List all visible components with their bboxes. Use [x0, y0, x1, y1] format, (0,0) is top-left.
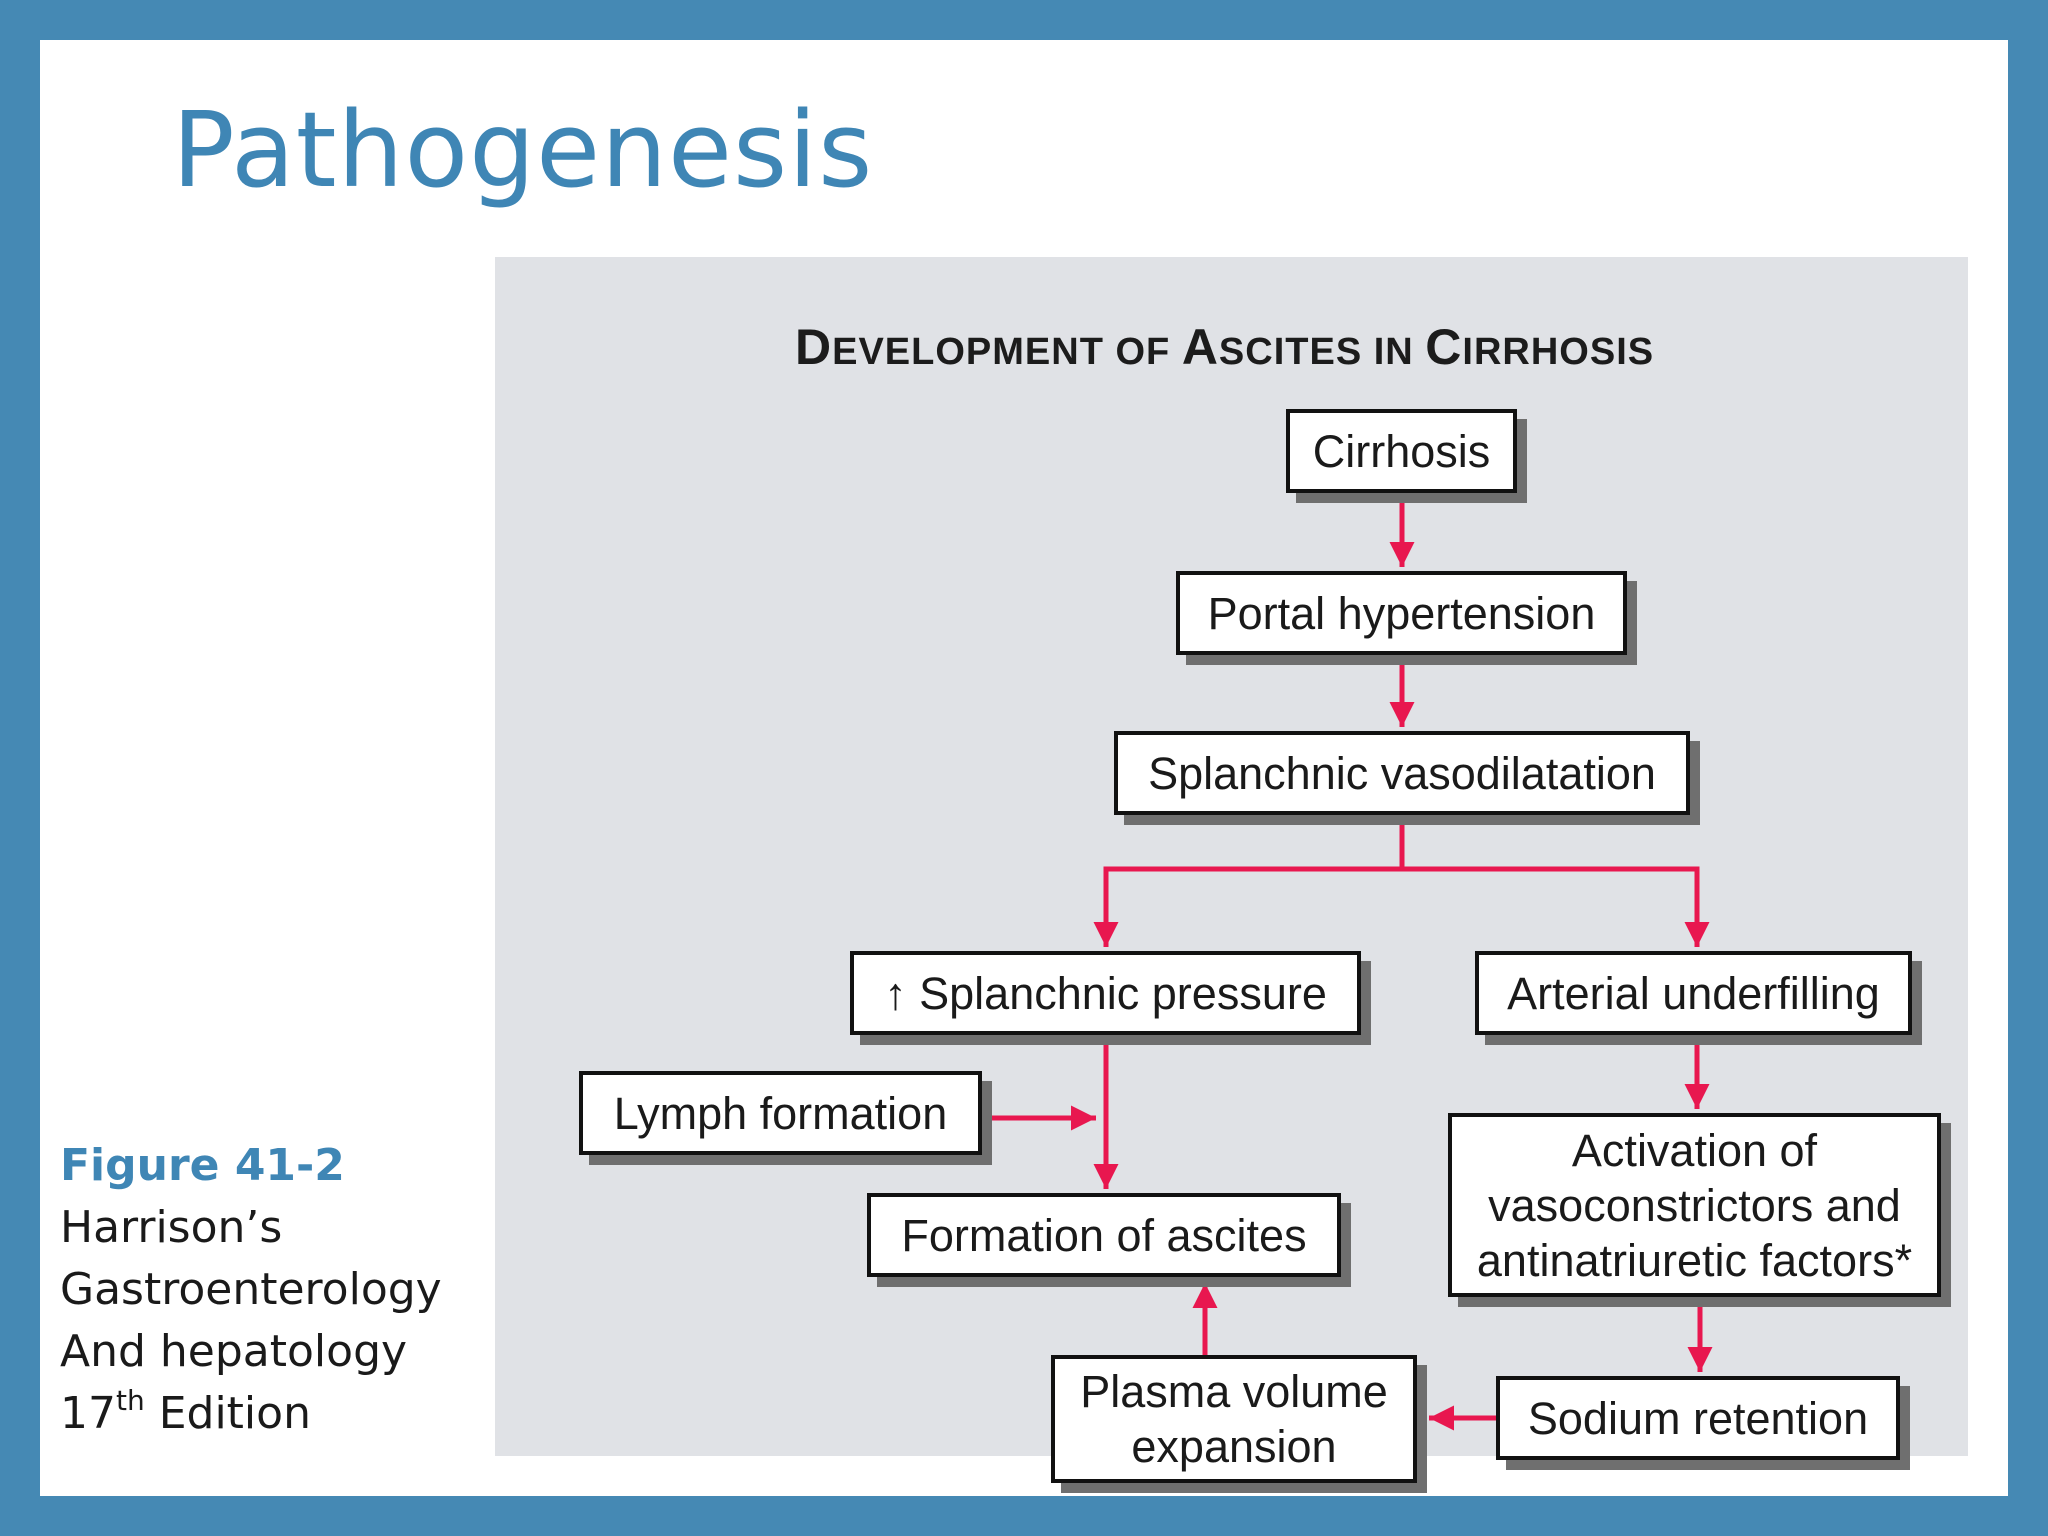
- node-formation-of-ascites-label: Formation of ascites: [901, 1209, 1307, 1261]
- node-plasma-volume-expansion: Plasma volume expansion: [1051, 1355, 1417, 1483]
- page-title: Pathogenesis: [172, 89, 874, 211]
- caption-line-1: Harrison’s: [60, 1202, 283, 1253]
- node-portal-hypertension-label: Portal hypertension: [1207, 587, 1596, 639]
- node-splanchnic-vasodilatation-label: Splanchnic vasodilatation: [1148, 747, 1656, 799]
- node-sodium-retention-label: Sodium retention: [1527, 1392, 1869, 1444]
- title-cap-c: C: [1425, 319, 1463, 375]
- caption-line-2: Gastroenterology: [60, 1264, 442, 1315]
- connector-split-right: [1402, 866, 1710, 947]
- node-arterial-underfilling-label: Arterial underfilling: [1507, 967, 1880, 1019]
- node-plasma-line-1: Plasma volume: [1080, 1366, 1388, 1417]
- diagram-title: DEVELOPMENT OF ASCITES IN CIRRHOSIS: [795, 318, 1654, 376]
- edition-suffix: th: [116, 1384, 145, 1417]
- node-sodium-retention: Sodium retention: [1496, 1376, 1900, 1460]
- title-word-cirrhosis: IRRHOSIS: [1462, 331, 1655, 373]
- connector-split: [1093, 815, 1405, 947]
- title-word-development: EVELOPMENT OF: [832, 331, 1182, 373]
- node-formation-of-ascites: Formation of ascites: [867, 1193, 1341, 1277]
- node-lymph-formation: Lymph formation: [579, 1071, 982, 1155]
- node-activation-line-2: vasoconstrictors and: [1488, 1179, 1901, 1231]
- node-splanchnic-vasodilatation: Splanchnic vasodilatation: [1114, 731, 1690, 815]
- node-plasma-line-2: expansion: [1131, 1421, 1337, 1472]
- node-splanchnic-pressure: ↑ Splanchnic pressure: [850, 951, 1361, 1035]
- figure-number: Figure 41-2: [60, 1140, 345, 1191]
- node-cirrhosis: Cirrhosis: [1286, 409, 1517, 493]
- node-activation: Activation of vasoconstrictors and antin…: [1448, 1113, 1941, 1297]
- node-activation-line-1: Activation of: [1571, 1124, 1818, 1176]
- title-cap-d: D: [795, 319, 833, 375]
- caption-line-3: And hepatology: [60, 1326, 408, 1377]
- node-portal-hypertension: Portal hypertension: [1176, 571, 1627, 655]
- node-lymph-formation-label: Lymph formation: [613, 1087, 948, 1139]
- node-activation-line-3: antinatriuretic factors*: [1476, 1234, 1913, 1286]
- title-cap-a: A: [1181, 319, 1219, 375]
- caption-edition: 17th Edition: [60, 1383, 442, 1445]
- node-cirrhosis-label: Cirrhosis: [1312, 425, 1491, 477]
- title-word-ascites: SCITES IN: [1218, 331, 1426, 373]
- node-arterial-underfilling: Arterial underfilling: [1475, 951, 1912, 1035]
- node-splanchnic-pressure-label: ↑ Splanchnic pressure: [884, 967, 1327, 1019]
- figure-caption: Figure 41-2 Harrison’s Gastroenterology …: [60, 1135, 442, 1445]
- edition-number: 17: [60, 1388, 116, 1439]
- edition-word: Edition: [144, 1388, 311, 1439]
